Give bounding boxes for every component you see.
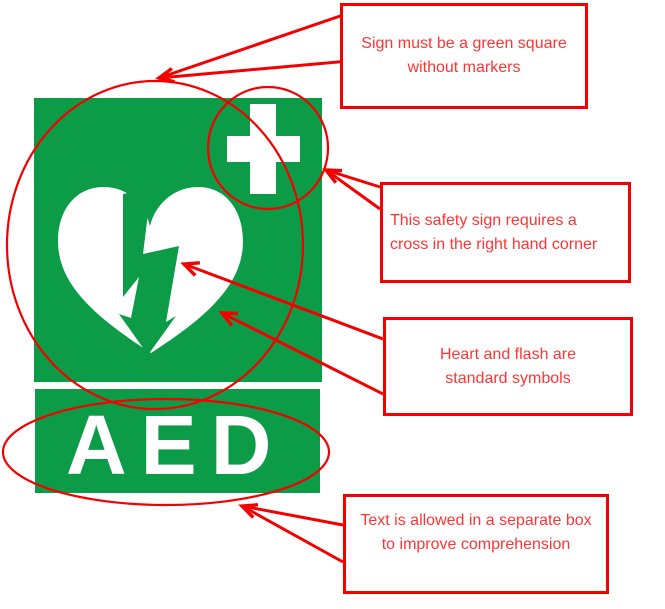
leader-arrow-heart [218,311,384,396]
callout-text-line: cross in the right hand corner [390,235,598,253]
ellipse-around-cross [206,85,330,211]
callout-text-line: Sign must be a green square [361,35,567,52]
ellipse-around-aed-box [1,397,331,507]
callout-symbols-note: Heart and flash are standard symbols [383,317,633,416]
callout-cross-note: This safety sign requires a cross in the… [380,182,631,283]
callout-text-line: without markers [407,59,521,76]
ellipse-around-sign [5,79,305,411]
aed-label: AED [66,398,285,492]
leader-arrow-flash [180,261,384,341]
cross-icon [227,104,300,194]
callout-text-line: Text is allowed in a separate box [360,512,592,529]
leader-arrow-text-box-note [238,503,344,564]
callout-text-line: to improve comprehension [381,536,571,553]
callout-text-line: This safety sign requires a [390,211,577,229]
leader-arrow-green-square-note [155,11,350,84]
callout-text-line: standard symbols [445,369,571,387]
callout-green-square-note: Sign must be a green square without mark… [340,3,588,109]
callout-text-box-note: Text is allowed in a separate box to imp… [343,494,609,594]
flash-icon [119,189,179,355]
callout-text-line: Heart and flash are [439,345,577,363]
leader-arrow-cross-note [322,168,381,211]
